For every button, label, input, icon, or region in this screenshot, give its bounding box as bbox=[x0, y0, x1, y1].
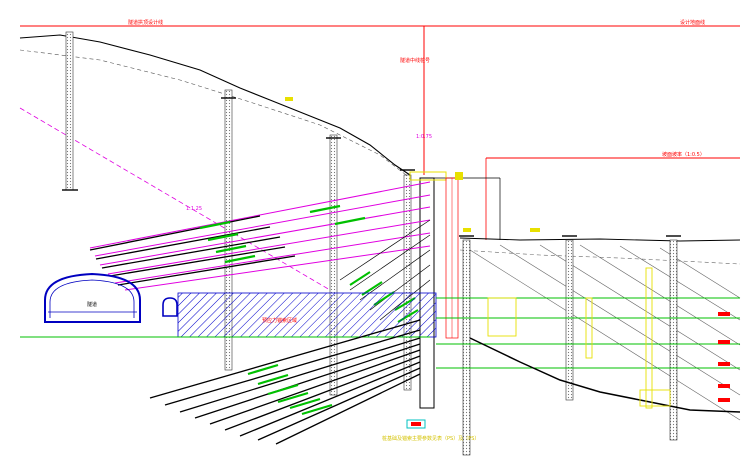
anchors-lower bbox=[149, 319, 421, 445]
red-tags-right bbox=[718, 312, 730, 402]
pile-5 bbox=[462, 239, 471, 456]
pile-6 bbox=[565, 239, 574, 401]
anchor-zone-hatched bbox=[177, 292, 437, 338]
vertical-label: 隧道中线桩号 bbox=[400, 57, 430, 64]
yellow-marker-3 bbox=[463, 228, 471, 232]
yellow-boxes bbox=[487, 267, 671, 409]
right-slope-label: 坡面坡率（1:0.5） bbox=[662, 151, 705, 158]
anchors-upper-magenta bbox=[89, 181, 431, 291]
anchors-mid bbox=[339, 219, 431, 321]
yellow-marker-1 bbox=[285, 97, 293, 101]
tunnel-inner bbox=[49, 279, 135, 318]
terrain-dashed bbox=[19, 49, 411, 179]
right-slope-hatch bbox=[469, 244, 741, 421]
yellow-marker-2 bbox=[530, 228, 540, 232]
right-terrain bbox=[459, 237, 741, 242]
pile-2 bbox=[224, 89, 233, 371]
top-right-label: 设计地面线 bbox=[680, 19, 705, 26]
drain-tunnel bbox=[162, 297, 178, 317]
tunnel-label: 隧道 bbox=[87, 301, 97, 308]
top-left-label: 隧道拱顶设计线 bbox=[128, 19, 163, 26]
anchor-zone-label: 预应力锚索区域 bbox=[262, 317, 297, 324]
bottom-note: 桩基础及锚索主要参数见表（PS）及（PS） bbox=[382, 435, 479, 442]
right-step-structure bbox=[469, 337, 741, 413]
right-green-lines bbox=[436, 297, 740, 369]
anchors-upper-tags bbox=[199, 204, 366, 264]
slope-label-2: 1:0.75 bbox=[416, 134, 432, 140]
pile-4 bbox=[403, 174, 412, 391]
piles bbox=[65, 31, 678, 456]
slope-label-1: 1:1.25 bbox=[186, 206, 202, 212]
tunnel-outline bbox=[44, 272, 141, 323]
anchors-lower-tags bbox=[247, 363, 333, 416]
right-terrain-dashed bbox=[459, 249, 741, 265]
pile-caps bbox=[62, 97, 681, 237]
pile-7 bbox=[669, 239, 678, 441]
terrain-line bbox=[19, 34, 411, 176]
anchors-upper-black bbox=[89, 215, 296, 286]
pile-1 bbox=[65, 31, 74, 191]
pile-3 bbox=[329, 134, 338, 396]
